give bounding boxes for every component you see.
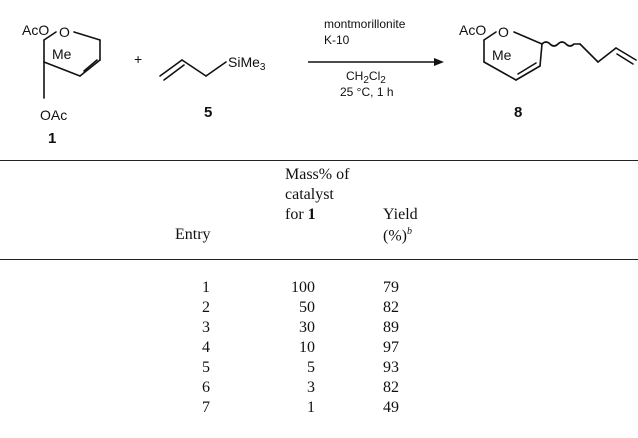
- acetoxy-bottom-label: OAc: [40, 107, 67, 123]
- yield-footnote-marker: b: [406, 226, 412, 237]
- double-bond-inner: [517, 62, 537, 75]
- yield-cell: 97: [383, 339, 399, 356]
- yield-cell: 82: [383, 299, 399, 316]
- mass-cell: 50: [299, 299, 315, 316]
- entry-cell: 5: [202, 359, 210, 376]
- table-row: 6 3 82: [0, 379, 638, 399]
- plus-sign: +: [134, 51, 142, 67]
- entry-cell: 1: [202, 279, 210, 296]
- bond: [159, 59, 183, 77]
- temperature-time-label: 25 °C, 1 h: [340, 85, 394, 99]
- table-row: 5 5 93: [0, 359, 638, 379]
- entry-cell: 7: [202, 399, 210, 416]
- bond: [43, 31, 57, 41]
- entry-cell: 6: [202, 379, 210, 396]
- bond: [483, 31, 497, 41]
- scheme-drawing: AcO O Me OAc 1 + SiMe3 5 montmorillonite…: [22, 17, 637, 147]
- header-yield-line1: Yield: [383, 206, 418, 223]
- table-row: 7 1 49: [0, 399, 638, 419]
- wavy-bond: [541, 41, 581, 47]
- acetoxy-top-label: AcO: [22, 22, 49, 38]
- header-yield-line2: (%)b: [383, 226, 412, 245]
- bond: [539, 43, 543, 67]
- catalyst-grade-label: K-10: [324, 33, 350, 47]
- mass-cell: 100: [291, 279, 315, 296]
- entry-cell: 4: [202, 339, 210, 356]
- bond: [579, 43, 599, 63]
- double-bond: [79, 59, 101, 77]
- yield-cell: 93: [383, 359, 399, 376]
- compound-8-label: 8: [514, 104, 522, 121]
- bond: [205, 61, 227, 77]
- solvent-label: CH2Cl2: [346, 69, 386, 86]
- table-row: 1 100 79: [0, 279, 638, 299]
- header-mass-line3: for 1: [285, 206, 316, 223]
- trimethylsilyl-label: SiMe3: [228, 54, 266, 73]
- yield-cell: 89: [383, 319, 399, 336]
- bond: [483, 61, 517, 81]
- bond: [597, 47, 617, 63]
- header-compound-ref: 1: [307, 206, 316, 223]
- yield-cell: 82: [383, 379, 399, 396]
- table-top-rule: [0, 160, 638, 161]
- table-row: 4 10 97: [0, 339, 638, 359]
- reaction-arrow: [308, 58, 444, 66]
- double-bond: [515, 65, 541, 81]
- yield-cell: 79: [383, 279, 399, 296]
- double-bond-inner: [163, 64, 185, 81]
- header-mass-line1: Mass% of: [285, 166, 350, 183]
- bond: [43, 61, 81, 77]
- mass-cell: 1: [307, 399, 315, 416]
- bond: [615, 47, 637, 61]
- entry-cell: 3: [202, 319, 210, 336]
- mass-cell: 10: [299, 339, 315, 356]
- methyl-label: Me: [52, 46, 72, 62]
- bond: [181, 59, 207, 77]
- double-bond-inner: [616, 53, 634, 65]
- bond: [513, 31, 543, 45]
- bond: [73, 31, 101, 41]
- header-entry: Entry: [175, 226, 211, 243]
- mass-cell: 3: [307, 379, 315, 396]
- product-acetoxy-label: AcO: [459, 22, 486, 38]
- product-ring-oxygen-label: O: [498, 24, 509, 40]
- table-header-rule: [0, 259, 638, 260]
- table-row: 2 50 82: [0, 299, 638, 319]
- table-row: 3 30 89: [0, 319, 638, 339]
- yield-cell: 49: [383, 399, 399, 416]
- reaction-scheme: AcO O Me OAc 1 + SiMe3 5 montmorillonite…: [0, 0, 638, 160]
- mass-cell: 5: [307, 359, 315, 376]
- product-methyl-label: Me: [492, 47, 512, 63]
- entry-cell: 2: [202, 299, 210, 316]
- table-header: Entry Mass% of catalyst for 1 Yield (%)b: [0, 166, 638, 246]
- double-bond-inner: [83, 59, 98, 72]
- compound-5-label: 5: [204, 104, 212, 121]
- header-mass-line2: catalyst: [285, 186, 334, 203]
- catalyst-label: montmorillonite: [324, 17, 406, 31]
- ring-oxygen-label: O: [59, 24, 70, 40]
- mass-cell: 30: [299, 319, 315, 336]
- compound-1-label: 1: [48, 130, 56, 147]
